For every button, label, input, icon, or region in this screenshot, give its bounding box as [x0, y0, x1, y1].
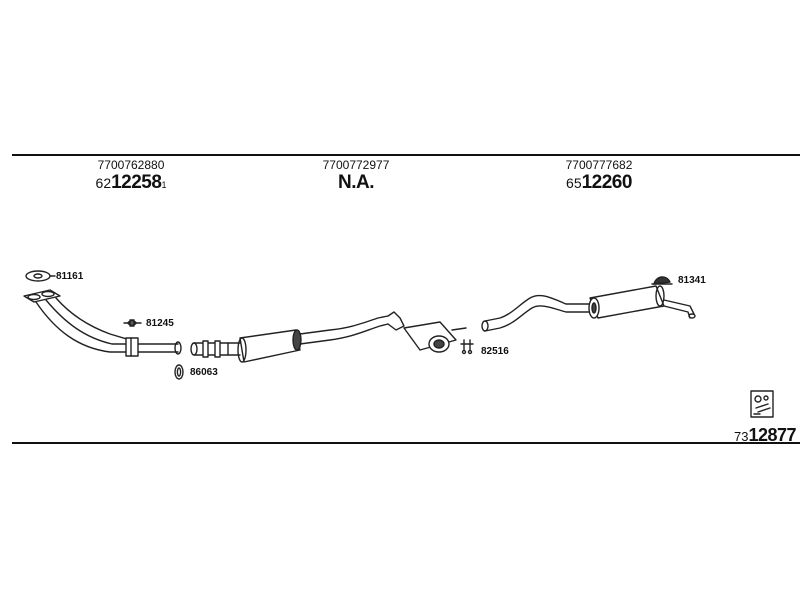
intermediate-silencer-icon: [403, 321, 467, 353]
ring-icon: [174, 364, 184, 380]
part-front-pipe: 7700762880 62122581: [66, 158, 196, 195]
kit-prefix: 73: [733, 429, 749, 444]
rear-pipe-icon: [481, 294, 591, 332]
downpipe-flange-icon: [23, 289, 61, 303]
part-number: N.A.: [338, 172, 375, 193]
connector-pipe-icon: [190, 340, 241, 358]
callout-ring: 86063: [190, 367, 218, 378]
part-number: 12258: [111, 172, 162, 193]
fitting-kit-icon: [750, 390, 774, 418]
callout-hanger-kit: 82516: [481, 346, 509, 357]
bottom-divider: [12, 442, 800, 444]
callout-clamp: 81245: [146, 318, 174, 329]
part-number: 12260: [581, 172, 633, 193]
callout-gasket: 81161: [56, 271, 84, 282]
part-footnote: 1: [161, 180, 167, 190]
callout-rear-mount: 81341: [678, 275, 706, 286]
top-divider: [12, 154, 800, 156]
part-prefix: 62: [95, 175, 112, 191]
oem-number: 7700777682: [565, 158, 633, 172]
oem-number: 7700772977: [322, 158, 390, 172]
front-pipe-icon: [35, 297, 182, 357]
rear-mount-icon: [651, 276, 673, 285]
rear-silencer-icon: [588, 285, 696, 319]
front-gasket-icon: [25, 270, 56, 282]
clamp-icon: [123, 319, 142, 327]
middle-silencer-icon: [237, 311, 405, 363]
part-rear-silencer: 7700777682 6512260: [534, 158, 664, 195]
part-middle-silencer: 7700772977 N.A.: [291, 158, 421, 195]
hanger-kit-icon: [460, 339, 474, 355]
fitting-kit-number: 7312877: [733, 424, 797, 448]
oem-number: 7700762880: [97, 158, 165, 172]
part-prefix: 65: [566, 175, 582, 191]
kit-number: 12877: [748, 425, 796, 445]
